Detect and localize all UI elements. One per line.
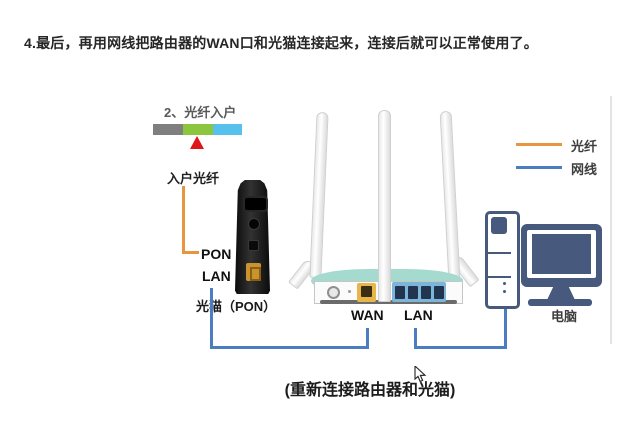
- cable-modem-lan-down: [210, 288, 213, 349]
- router-lan-panel: [392, 282, 446, 302]
- fiber-cable-vertical: [182, 186, 185, 254]
- modem-lan-port-label: LAN: [202, 268, 231, 284]
- pc-tower-drive: [491, 217, 507, 234]
- cable-lan-down: [414, 328, 417, 349]
- incoming-fiber-label: 入户光纤: [167, 171, 220, 186]
- pc-tower-divider-2: [488, 276, 511, 278]
- progress-segment-done: [153, 124, 183, 135]
- pc-monitor-base: [528, 299, 592, 306]
- progress-marker-triangle: [190, 136, 204, 149]
- pc-monitor-screen: [532, 234, 591, 274]
- router-lan-port-1: [395, 286, 405, 299]
- router-wan-port-hole: [361, 286, 372, 297]
- figure-caption: (重新连接路由器和光猫): [284, 382, 456, 399]
- pc-monitor-stand: [547, 287, 575, 300]
- progress-segment-next: [213, 124, 242, 135]
- cable-wan-up: [366, 328, 369, 349]
- cable-modem-to-wan: [210, 346, 369, 349]
- modem-name-label: 光猫（PON）: [196, 299, 277, 314]
- legend-fiber-label: 光纤: [571, 139, 598, 154]
- pc-tower-led-1: [503, 282, 506, 285]
- legend-cable-label: 网线: [571, 162, 598, 177]
- router-lan-port-3: [421, 286, 431, 299]
- pc-tower-led-2: [503, 290, 506, 293]
- router-power-port: [327, 286, 340, 299]
- router-antenna-left: [309, 111, 329, 279]
- router-lan-label: LAN: [404, 307, 433, 323]
- cable-lan-to-pc: [414, 346, 507, 349]
- progress-bar: [153, 124, 242, 135]
- legend-fiber-line: [516, 143, 562, 146]
- pc-label: 电脑: [551, 309, 578, 324]
- modem-button: [248, 218, 260, 230]
- modem-pon-port-label: PON: [201, 246, 232, 262]
- image-edge-line: [610, 96, 612, 344]
- progress-segment-current: [183, 124, 213, 135]
- cable-pc-up: [504, 304, 507, 349]
- router-lan-port-4: [434, 286, 444, 299]
- instruction-text: 4.最后，再用网线把路由器的WAN口和光猫连接起来，连接后就可以正常使用了。: [24, 35, 538, 51]
- router-reset-hole: [348, 290, 351, 293]
- fiber-cable-horizontal: [182, 251, 199, 254]
- legend-cable-line: [516, 166, 562, 169]
- modem-port: [248, 240, 259, 251]
- modem-fiber-slot: [243, 196, 268, 212]
- router-antenna-right: [439, 110, 461, 282]
- step-label: 2、光纤入户: [164, 105, 237, 120]
- modem-gold-label-mark: [250, 267, 261, 281]
- pc-tower-divider-1: [488, 252, 511, 254]
- router-antenna-middle: [378, 110, 391, 302]
- router-lan-port-2: [408, 286, 418, 299]
- mouse-cursor-icon: [414, 366, 427, 383]
- router-bottom-strip: [320, 300, 457, 304]
- router-wan-label: WAN: [351, 307, 384, 323]
